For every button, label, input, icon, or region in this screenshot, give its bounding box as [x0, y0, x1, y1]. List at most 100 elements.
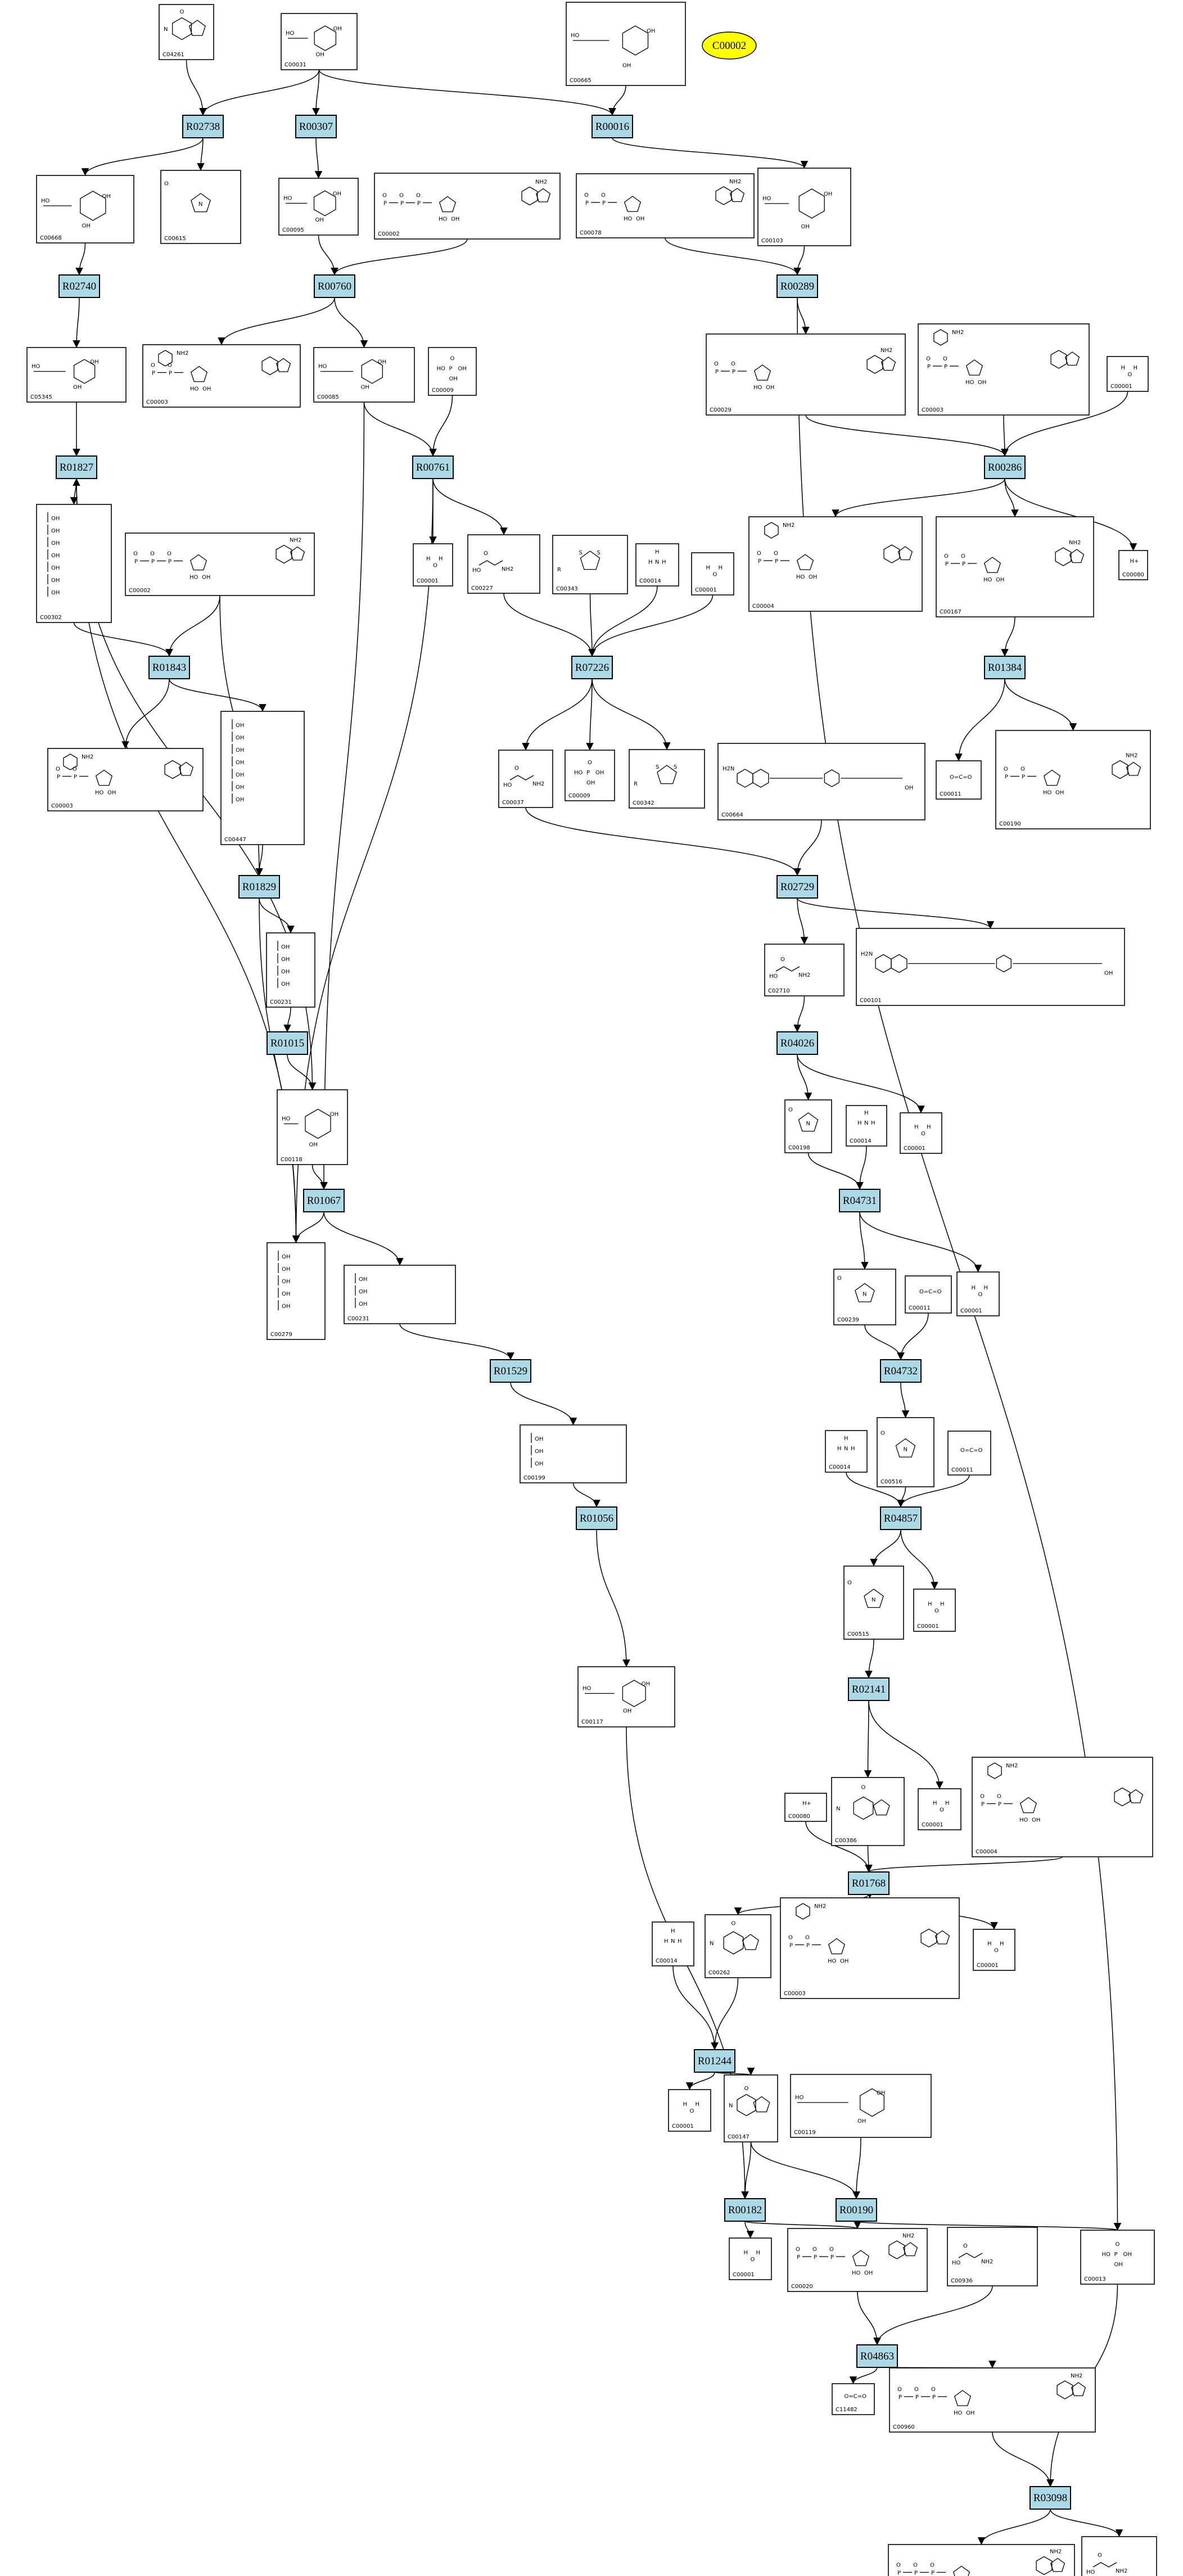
reaction-node[interactable]: R00016: [592, 115, 633, 138]
reaction-node[interactable]: R04857: [880, 1506, 922, 1530]
reaction-node[interactable]: R00760: [314, 274, 355, 298]
reaction-node[interactable]: R01067: [303, 1189, 345, 1212]
reaction-node[interactable]: R01768: [848, 1871, 889, 1895]
reaction-node[interactable]: R04731: [839, 1189, 881, 1212]
reaction-node[interactable]: R01843: [148, 656, 190, 679]
reaction-node[interactable]: R04732: [880, 1359, 922, 1383]
reaction-node[interactable]: R04026: [776, 1031, 818, 1055]
reaction-node[interactable]: R02740: [58, 274, 100, 298]
reaction-node[interactable]: R00307: [295, 115, 337, 138]
compound-node[interactable]: H+C00080: [1118, 550, 1148, 580]
highlighted-compound[interactable]: C00002: [702, 31, 757, 60]
reaction-node[interactable]: R02729: [776, 875, 818, 899]
reaction-node[interactable]: R01529: [490, 1359, 531, 1383]
reaction-node[interactable]: R01829: [238, 875, 280, 899]
reaction-node[interactable]: R00761: [412, 455, 454, 479]
reaction-node[interactable]: R01056: [576, 1506, 617, 1530]
compound-node[interactable]: H+C00080: [784, 1793, 827, 1822]
reaction-node[interactable]: R01015: [267, 1031, 308, 1055]
reaction-node[interactable]: R03098: [1030, 2486, 1071, 2510]
reaction-node[interactable]: R00182: [724, 2198, 766, 2222]
reaction-node[interactable]: R00286: [984, 455, 1026, 479]
reaction-node[interactable]: R01244: [694, 2049, 735, 2073]
reaction-node[interactable]: R01384: [984, 656, 1026, 679]
reaction-node[interactable]: R07226: [571, 656, 613, 679]
reaction-node[interactable]: R00289: [776, 274, 818, 298]
reaction-node[interactable]: R04863: [856, 2344, 898, 2368]
reaction-node[interactable]: R02738: [182, 115, 224, 138]
reaction-node[interactable]: R01827: [56, 455, 97, 479]
reaction-node[interactable]: R00190: [836, 2198, 877, 2222]
reaction-node[interactable]: R02141: [848, 1677, 889, 1701]
compound-node[interactable]: HOONH2C00964: [1081, 2536, 1157, 2576]
